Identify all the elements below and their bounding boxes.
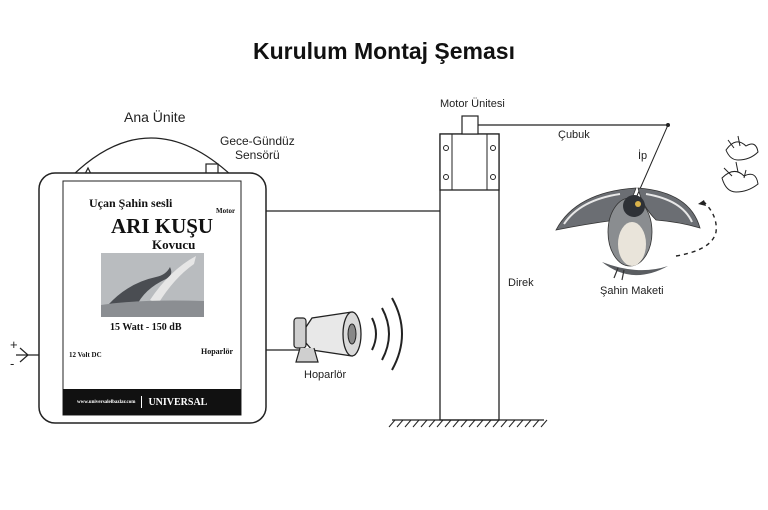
panel-speaker-tag: Hoparlör (201, 347, 233, 356)
pigeon-top (725, 135, 759, 161)
panel-heading-big: ARI KUŞU (111, 214, 214, 238)
flight-path (675, 201, 717, 257)
sensor-label-line1: Gece-Gündüz (220, 134, 295, 148)
pole-label: Direk (508, 277, 534, 289)
sensor-label-line2: Sensörü (235, 148, 280, 162)
motor-screw (443, 145, 449, 151)
rod-label: Çubuk (558, 129, 590, 141)
panel-voltage: 12 Volt DC (69, 351, 102, 359)
main-unit-label: Ana Ünite (124, 109, 186, 125)
photo-wing (150, 256, 196, 304)
motor-unit-label: Motor Ünitesi (440, 98, 505, 110)
panel-brand: UNIVERSAL (148, 396, 208, 408)
panel-power-rating: 15 Watt - 150 dB (110, 322, 182, 333)
motor-unit-cap (461, 115, 479, 135)
panel-motor-tag: Motor (216, 207, 236, 215)
photo-ground (101, 300, 204, 317)
power-plug (19, 347, 29, 363)
panel-divider (141, 396, 143, 408)
motor-unit-box (439, 133, 500, 191)
main-unit-dome (71, 137, 233, 177)
diagram-title: Kurulum Montaj Şeması (253, 38, 515, 64)
power-plus-label: + (10, 337, 18, 352)
panel-heading-small: Uçan Şahin sesli (89, 196, 173, 210)
string (635, 124, 669, 199)
falcon-decoy (555, 187, 701, 281)
flight-arrow (698, 200, 706, 206)
motor-screw (443, 174, 449, 180)
pigeon-bottom (721, 161, 759, 193)
power-minus-label: - (10, 356, 15, 371)
panel-heading-sub: Kovucu (152, 237, 196, 252)
photo-bird-shape (108, 267, 172, 307)
sound-waves (371, 297, 403, 371)
speaker-label: Hoparlör (304, 369, 347, 381)
ground-hatch (388, 419, 548, 428)
falcon-decoy-label: Şahin Maketi (600, 285, 664, 297)
motor-wire (266, 191, 468, 212)
speaker-horn (293, 311, 362, 363)
string-label: İp (638, 150, 648, 162)
panel-website: www.universalelbazlar.com (77, 399, 136, 405)
panel-footer: www.universalelbazlar.com UNIVERSAL (63, 389, 241, 415)
motor-screw (490, 174, 496, 180)
motor-screw (490, 145, 496, 151)
